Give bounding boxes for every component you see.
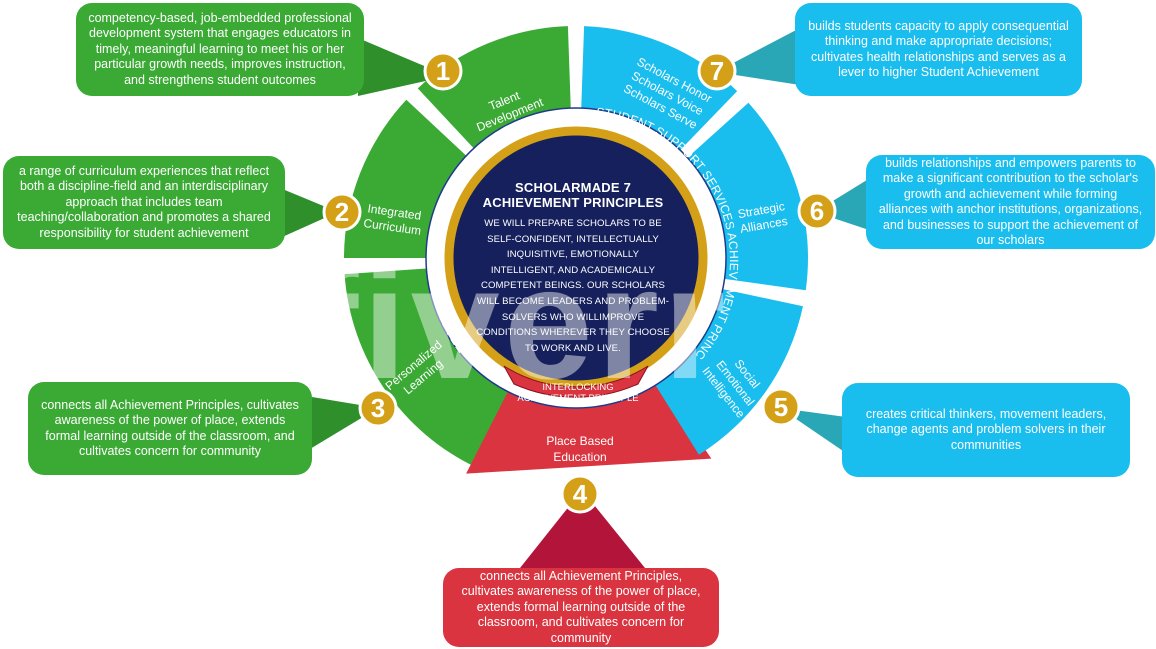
badge-3: 3 xyxy=(358,388,398,428)
badge-1: 1 xyxy=(423,51,463,91)
callout-6: builds relationships and empowers parent… xyxy=(866,155,1155,249)
callout-3: connects all Achievement Principles, cul… xyxy=(28,382,312,475)
segment-7 xyxy=(581,26,738,151)
segment-5 xyxy=(655,289,803,455)
center-disc xyxy=(458,140,694,376)
badge-number-1: 1 xyxy=(436,56,450,86)
connector-4 xyxy=(520,490,645,568)
segment-3 xyxy=(344,268,513,469)
connector-3 xyxy=(300,395,378,455)
ring-segments xyxy=(344,26,808,474)
badge-number-3: 3 xyxy=(371,393,385,423)
callout-7: builds students capacity to apply conseq… xyxy=(795,3,1082,96)
fiverr-watermark: fiverr R xyxy=(305,233,849,412)
callout-4: connects all Achievement Principles, cul… xyxy=(443,568,719,647)
badge-number-2: 2 xyxy=(335,197,349,227)
connector-1 xyxy=(358,38,448,96)
badge-4: 4 xyxy=(560,474,600,514)
connector-6 xyxy=(815,175,875,232)
center-body: WE WILL PREPARE SCHOLARS TO BE SELF-CONF… xyxy=(476,218,670,354)
svg-text:Place Based: Place Based xyxy=(546,434,613,448)
badge-number-6: 6 xyxy=(810,196,824,226)
badge-2: 2 xyxy=(322,192,362,232)
connector-2 xyxy=(280,188,338,238)
inner-ring-border xyxy=(425,107,727,409)
callout-5: creates critical thinkers, movement lead… xyxy=(842,383,1130,477)
badge-number-7: 7 xyxy=(710,56,724,86)
badge-number-4: 4 xyxy=(573,479,588,509)
number-badges: 1 2 3 4 5 6 7 xyxy=(322,51,837,514)
badge-number-5: 5 xyxy=(774,392,788,422)
badge-7: 7 xyxy=(697,51,737,91)
segment-label-4: Place Based Education xyxy=(546,434,613,464)
badge-5: 5 xyxy=(761,387,801,427)
svg-text:R: R xyxy=(827,256,840,276)
segment-6 xyxy=(687,102,808,291)
ring-label-bottom-2: ACHIEVEMENT PRINCIPLE xyxy=(517,393,638,404)
segment-2 xyxy=(344,99,467,258)
callout-1: competency-based, job-embedded professio… xyxy=(76,3,364,96)
svg-text:fiverr: fiverr xyxy=(305,233,729,412)
badge-6: 6 xyxy=(797,191,837,231)
center-mission: SCHOLARMADE 7 ACHIEVEMENT PRINCIPLES WE … xyxy=(472,160,674,368)
svg-text:Education: Education xyxy=(553,450,606,464)
interlocking-band xyxy=(503,365,649,398)
connector-7 xyxy=(716,28,800,85)
segment-4 xyxy=(466,382,712,474)
ring-label-bottom-1: INTERLOCKING xyxy=(542,382,613,393)
center-title: SCHOLARMADE 7 ACHIEVEMENT PRINCIPLES xyxy=(482,180,664,210)
callout-2: a range of curriculum experiences that r… xyxy=(3,156,285,249)
segment-1 xyxy=(417,26,571,149)
